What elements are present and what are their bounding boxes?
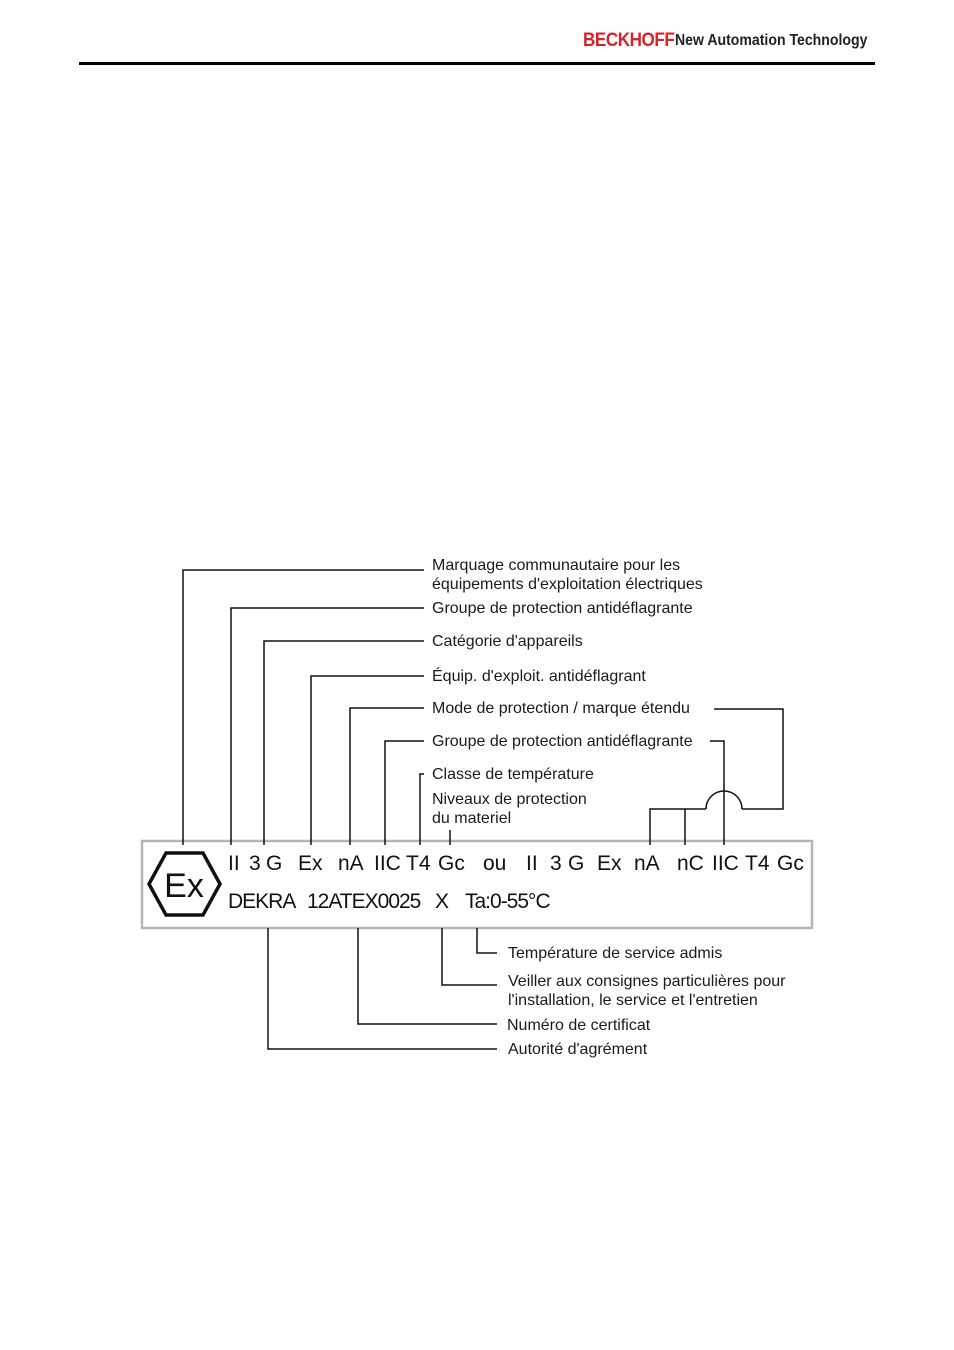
callout-label: équipements d'exploitation électriques bbox=[432, 576, 703, 593]
leader-gas-group bbox=[384, 740, 424, 845]
callout-label: du materiel bbox=[432, 810, 512, 827]
callout-label: Classe de température bbox=[432, 766, 594, 783]
marking-token: Gc bbox=[438, 852, 465, 875]
beckhoff-logo: BECKHOFF bbox=[583, 30, 675, 51]
marking-token: 3 bbox=[550, 852, 562, 875]
certificate-token: DEKRA bbox=[228, 890, 296, 913]
marking-token: T4 bbox=[745, 852, 770, 875]
marking-token: nA bbox=[338, 852, 364, 875]
callout-label: Marquage communautaire pour les bbox=[432, 557, 681, 574]
header-rule bbox=[79, 62, 875, 65]
marking-token: nA bbox=[634, 852, 660, 875]
ex-symbol-text: Ex bbox=[164, 867, 204, 905]
leader-certificate bbox=[357, 928, 497, 1025]
marking-token: T4 bbox=[406, 852, 431, 875]
marking-token: Ex bbox=[597, 852, 622, 875]
marking-token: IIC bbox=[712, 852, 739, 875]
leader-ex bbox=[310, 675, 424, 845]
leader-group bbox=[230, 607, 424, 845]
marking-token: II bbox=[228, 852, 240, 875]
marking-token: IIC bbox=[374, 852, 401, 875]
leader-authority bbox=[267, 928, 497, 1050]
callout-label: Veiller aux consignes particulières pour bbox=[508, 973, 786, 990]
leader-category bbox=[263, 640, 424, 845]
callout-label: Groupe de protection antidéflagrante bbox=[432, 600, 693, 617]
certificate-token: 12ATEX0025 bbox=[307, 890, 421, 913]
leader-special-conditions bbox=[441, 928, 497, 986]
callout-label: Catégorie d'appareils bbox=[432, 633, 583, 650]
marking-token: II bbox=[526, 852, 538, 875]
marking-token: G bbox=[568, 852, 585, 875]
callout-label: Groupe de protection antidéflagrante bbox=[432, 733, 693, 750]
marking-token: Gc bbox=[777, 852, 804, 875]
callout-label: Équip. d'exploit. antidéflagrant bbox=[432, 668, 646, 685]
callout-label: l'installation, le service et l'entretie… bbox=[508, 992, 758, 1009]
leader-temp-class bbox=[419, 773, 424, 845]
marking-token: nC bbox=[677, 852, 704, 875]
callout-label: Niveaux de protection bbox=[432, 791, 587, 808]
callout-label: Numéro de certificat bbox=[507, 1017, 651, 1034]
leader-protection-mode bbox=[349, 707, 424, 845]
leader-ambient-temp bbox=[476, 928, 497, 954]
certificate-token: Ta:0-55°C bbox=[465, 890, 551, 913]
marking-token: Ex bbox=[298, 852, 323, 875]
header-tagline: New Automation Technology bbox=[675, 32, 868, 49]
certificate-token: X bbox=[435, 890, 449, 913]
leader-ce-marking bbox=[182, 569, 424, 845]
leader-gas-group-right bbox=[710, 740, 725, 845]
marking-token: ou bbox=[483, 852, 507, 875]
marking-token: G bbox=[266, 852, 283, 875]
callout-label: Température de service admis bbox=[508, 945, 723, 962]
leader-protection-mode-right bbox=[714, 708, 784, 810]
ex-hexagon-icon bbox=[147, 851, 222, 917]
callout-label: Autorité d'agrément bbox=[508, 1041, 648, 1058]
callout-label: Mode de protection / marque étendu bbox=[432, 700, 690, 717]
marking-token: 3 bbox=[249, 852, 261, 875]
